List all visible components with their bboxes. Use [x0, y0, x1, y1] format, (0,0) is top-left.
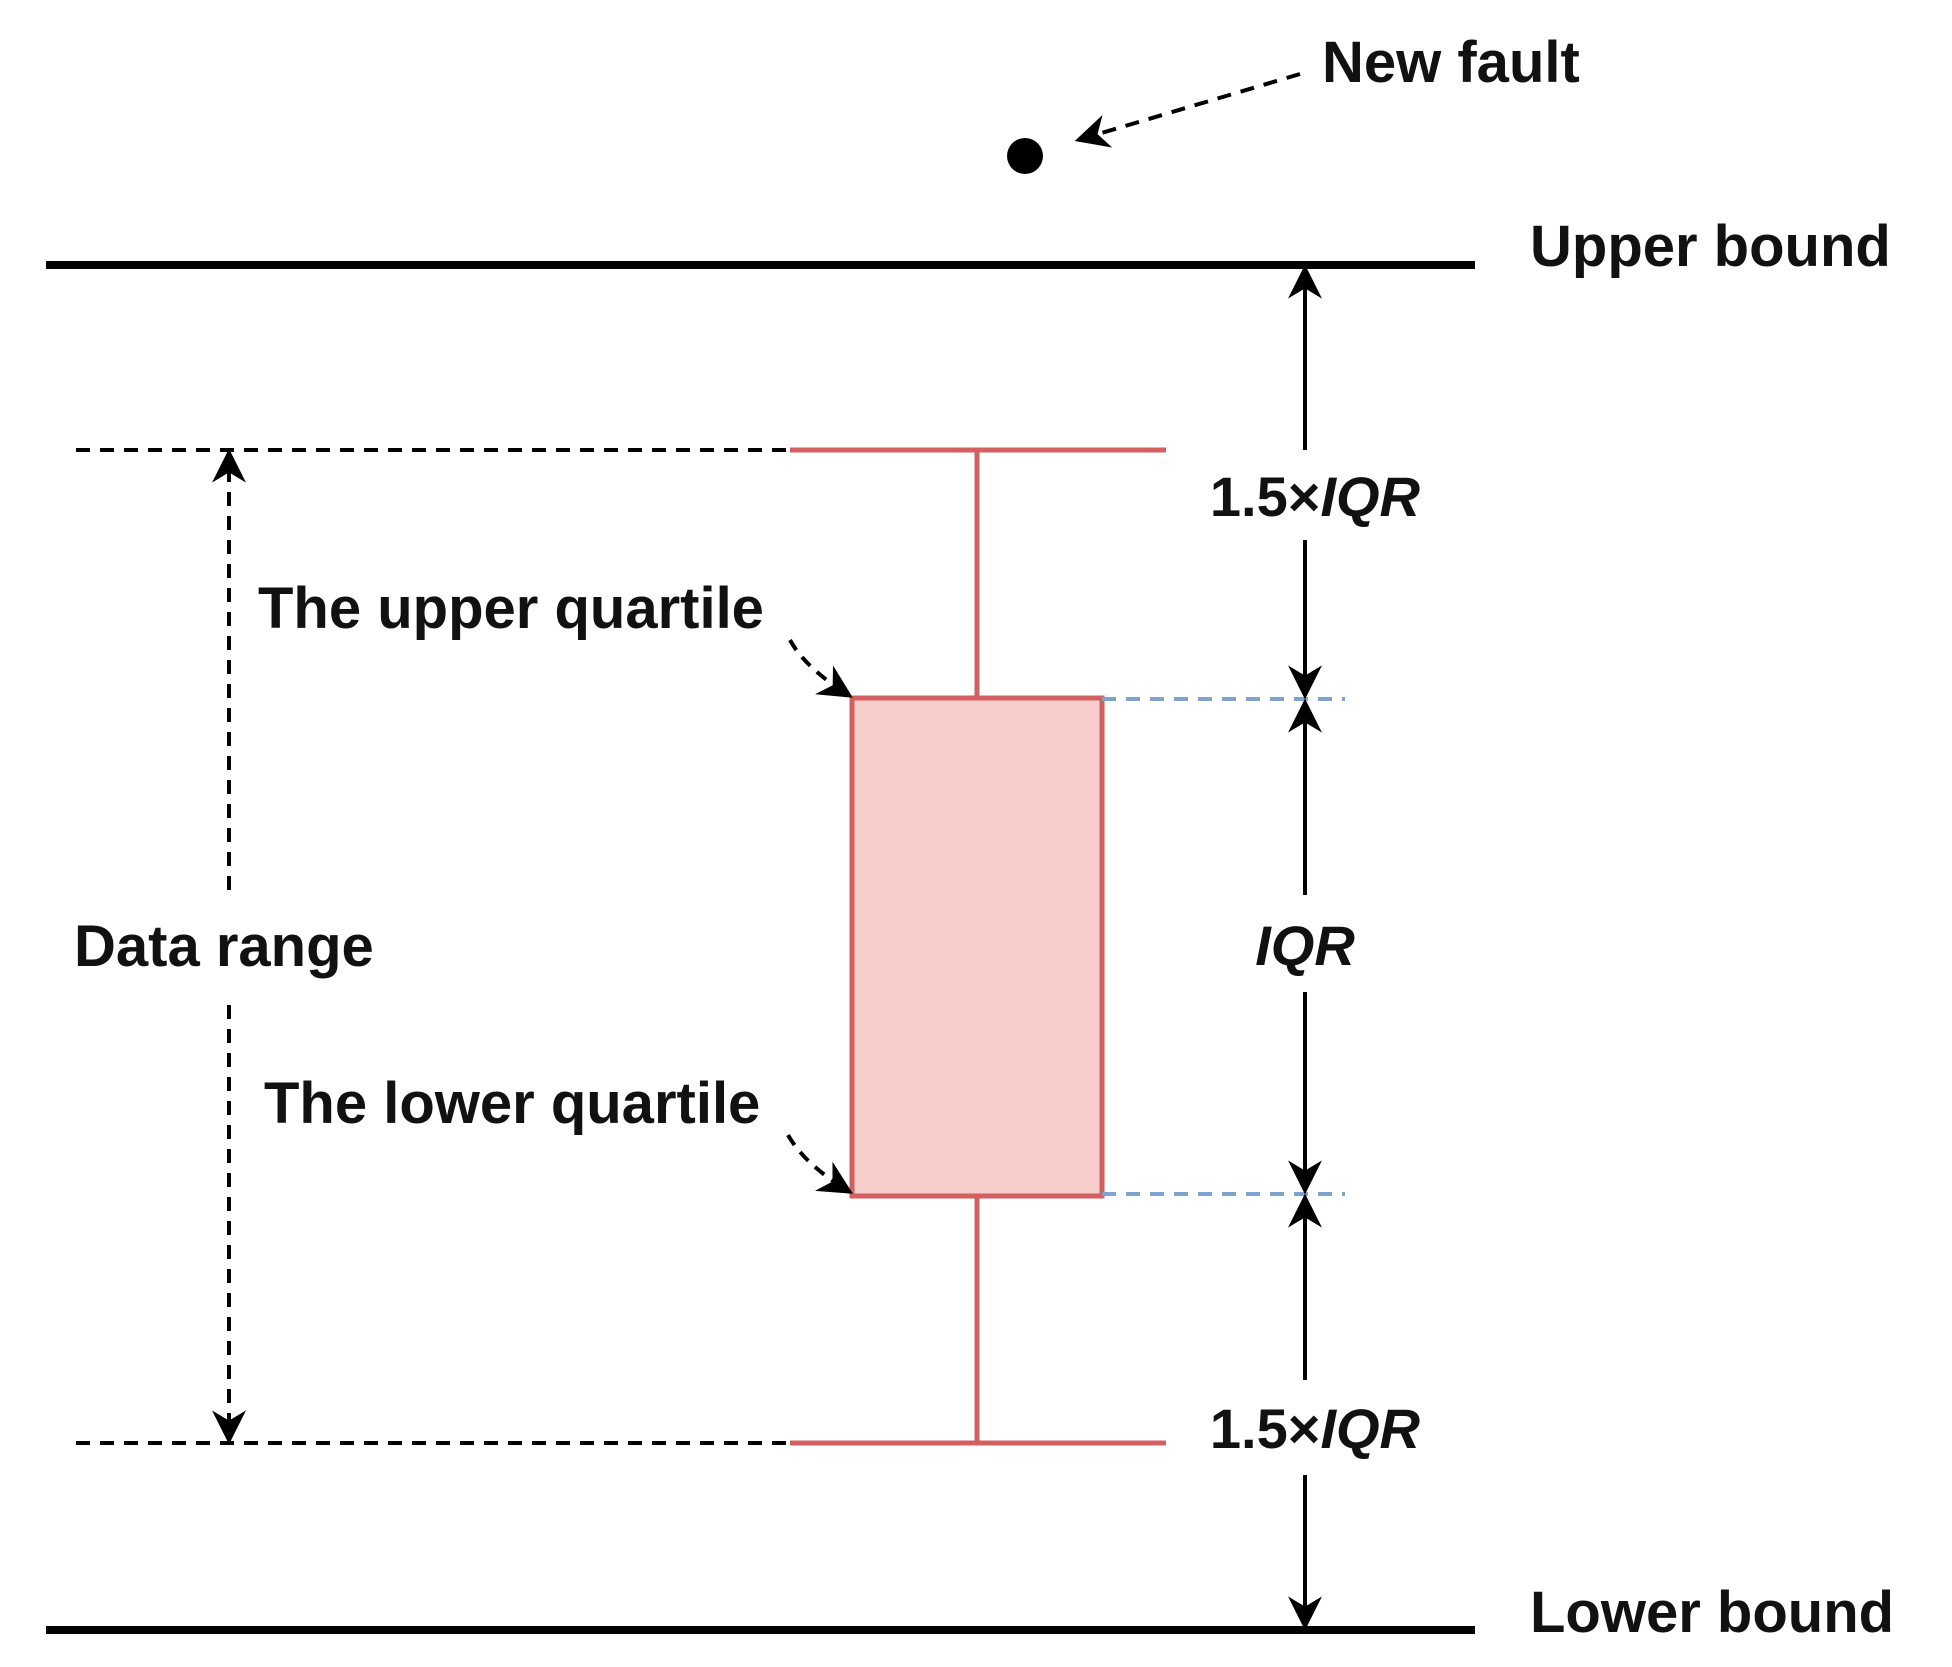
lower-quartile-label: The lower quartile	[264, 1071, 760, 1136]
upper-quartile-arrow	[788, 639, 853, 698]
lower-gap-label: 1.5×IQR	[1210, 1397, 1421, 1460]
new-fault-label: New fault	[1322, 30, 1580, 95]
upper-quartile-label: The upper quartile	[258, 576, 764, 641]
lower-quartile-arrow	[786, 1134, 853, 1194]
lower-bound-label: Lower bound	[1530, 1580, 1894, 1645]
data-range-label: Data range	[74, 914, 374, 979]
new-fault-point	[1007, 138, 1043, 174]
iqr-label: IQR	[1255, 914, 1355, 977]
upper-bound-label: Upper bound	[1530, 214, 1891, 279]
iqr-box	[849, 695, 1105, 1199]
new-fault-arrow	[1074, 72, 1301, 148]
upper-gap-label: 1.5×IQR	[1210, 465, 1421, 528]
